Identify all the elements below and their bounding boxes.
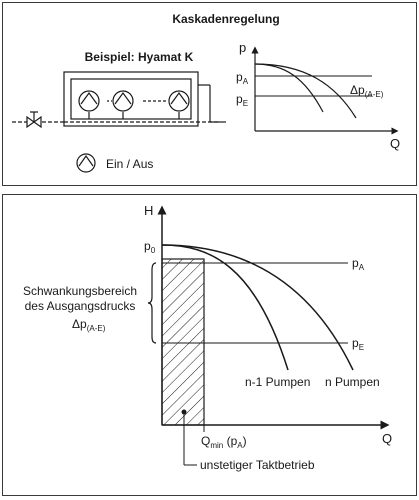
top-curve-2 <box>254 63 357 119</box>
hatched-region <box>161 258 205 426</box>
pump-unit-schematic <box>12 71 226 127</box>
top-title: Kaskadenregelung <box>172 12 279 26</box>
top-pa-label: pA <box>236 70 249 86</box>
curve-n-minus-1-label: n-1 Pumpen <box>245 375 310 389</box>
fluct-bracket <box>147 262 157 344</box>
curve-n <box>161 244 354 371</box>
fluct-dp-label: Δp(A-E) <box>72 317 106 333</box>
legend-pump-icon <box>76 153 96 173</box>
p0-label: p0 <box>144 239 156 255</box>
qmin-label: Qmin (pA) <box>201 434 247 450</box>
valve-icon <box>26 111 42 129</box>
pump-icon <box>168 90 190 112</box>
top-axis-y: p <box>239 40 246 55</box>
top-curve-1 <box>254 63 324 113</box>
top-pe-label: pE <box>236 92 248 108</box>
fluct-line2: des Ausgangsdrucks <box>25 299 136 313</box>
example-label: Beispiel: Hyamat K <box>85 50 194 64</box>
bottom-pe-label: pE <box>352 336 364 352</box>
taktbetrieb-dot <box>181 409 187 415</box>
bottom-axis-y: H <box>144 203 153 218</box>
taktbetrieb-label: unstetiger Taktbetrieb <box>200 458 315 472</box>
bottom-pa-label: pA <box>352 256 365 272</box>
top-dp-label: Δp(A-E) <box>350 83 384 99</box>
fluct-line1: Schwankungsbereich <box>23 284 137 298</box>
bottom-axis-x: Q <box>382 431 392 446</box>
legend-label: Ein / Aus <box>106 157 153 171</box>
pump-icon <box>112 90 134 112</box>
bottom-chart <box>147 205 390 466</box>
top-axis-x: Q <box>390 136 400 151</box>
pump-icon <box>78 90 100 112</box>
top-chart <box>251 46 399 135</box>
top-panel <box>2 2 417 186</box>
curve-n-label: n Pumpen <box>325 375 380 389</box>
bottom-panel <box>2 194 417 496</box>
